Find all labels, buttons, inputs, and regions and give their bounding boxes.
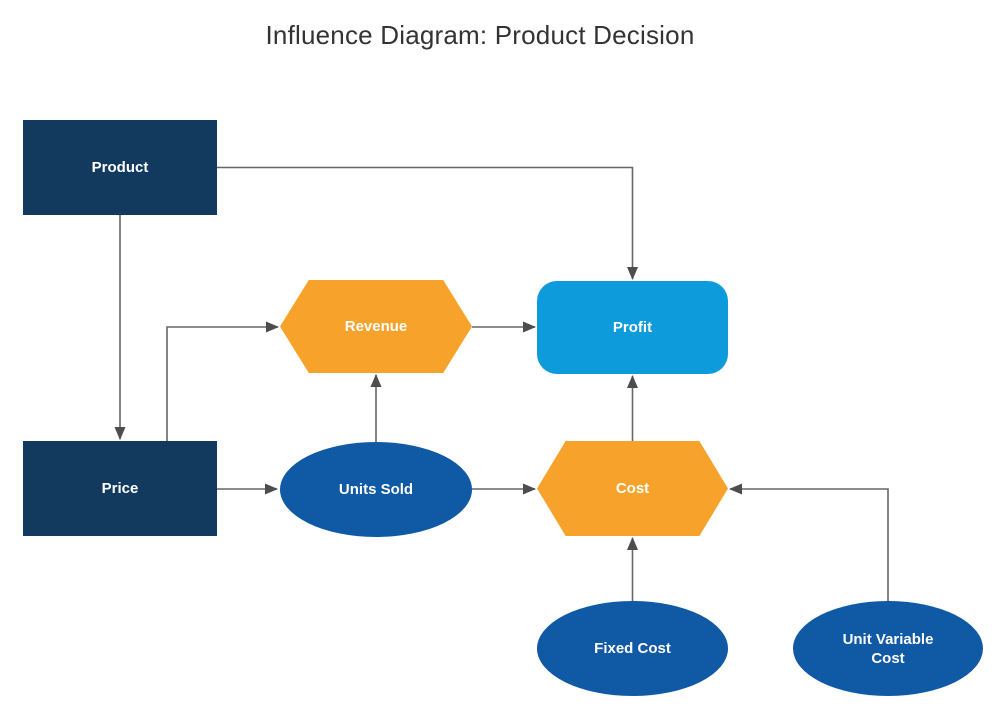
node-units-sold-label: Units Sold (338, 481, 414, 498)
node-units-sold: Units Sold (280, 442, 472, 537)
edge-product-to-profit (217, 166, 638, 280)
node-fixed-cost: Fixed Cost (537, 601, 728, 696)
node-unit-variable-cost: Unit Variable Cost (793, 601, 983, 696)
edge-price-to-revenue (166, 321, 279, 441)
edge-unit-variable-cost-to-cost (729, 483, 889, 601)
node-profit-label: Profit (612, 319, 653, 336)
node-price: Price (23, 441, 217, 536)
node-unit-variable-cost-label: Unit Variable Cost (842, 630, 934, 667)
node-fixed-cost-label: Fixed Cost (594, 640, 671, 657)
node-price-label: Price (101, 480, 139, 497)
node-product: Product (23, 120, 217, 215)
node-revenue: Revenue (280, 280, 472, 373)
node-profit: Profit (537, 281, 728, 374)
node-product-label: Product (91, 159, 149, 176)
diagram-title: Influence Diagram: Product Decision (265, 20, 695, 50)
node-revenue-label: Revenue (344, 318, 408, 335)
node-cost: Cost (537, 441, 728, 536)
node-cost-label: Cost (615, 480, 650, 497)
